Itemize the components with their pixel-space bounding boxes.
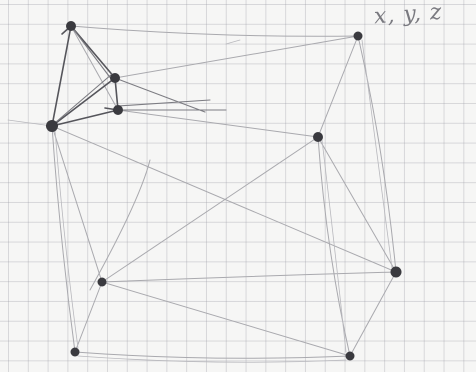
edge: [102, 272, 396, 282]
edge: [350, 272, 396, 356]
edge: [71, 26, 358, 36]
vertex-point: [346, 352, 355, 361]
vertex-point: [313, 132, 323, 142]
edge: [102, 282, 350, 356]
edge: [71, 26, 115, 78]
edge: [52, 126, 75, 352]
edge: [74, 30, 112, 80]
edge: [71, 26, 118, 110]
vertex-point: [71, 348, 80, 357]
edge: [118, 100, 210, 106]
edge: [318, 36, 358, 137]
edge: [52, 126, 396, 272]
edge: [118, 110, 318, 137]
edge: [75, 282, 102, 352]
edge: [115, 78, 205, 112]
edge: [322, 140, 346, 352]
edge: [362, 40, 392, 268]
edge: [226, 40, 240, 44]
edge: [8, 120, 52, 126]
vertex-point: [46, 120, 58, 132]
vertex-point: [391, 267, 402, 278]
vertex-point: [113, 105, 123, 115]
vertex-point: [66, 21, 76, 31]
vertex-point: [98, 278, 107, 287]
edge: [52, 126, 102, 282]
edge: [78, 356, 346, 362]
edge: [115, 36, 358, 78]
edge: [55, 130, 78, 348]
edge: [102, 137, 318, 282]
axis-note: x, y, z: [373, 0, 443, 29]
vertex-point: [110, 73, 120, 83]
edge: [75, 352, 350, 358]
vertex-point: [354, 32, 363, 41]
edge: [56, 74, 112, 122]
